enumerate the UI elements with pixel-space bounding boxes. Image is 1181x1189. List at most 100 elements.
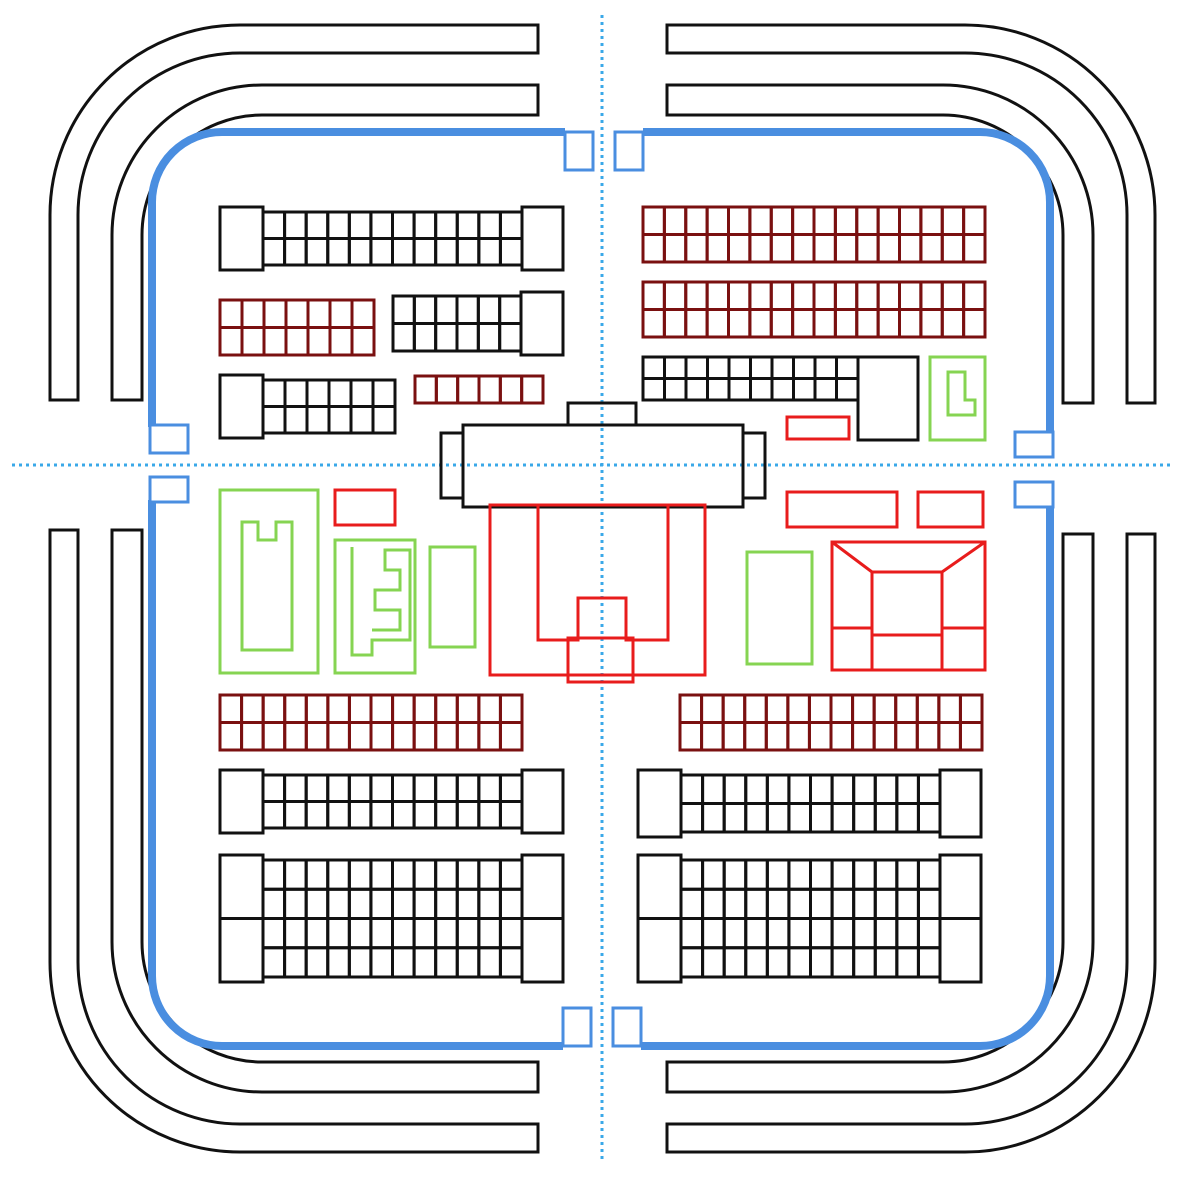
room-cell <box>830 887 856 920</box>
praetorium <box>488 503 707 684</box>
room-cell <box>876 205 901 236</box>
room-cell <box>873 802 899 834</box>
room-cell <box>679 887 705 920</box>
room-cell <box>326 237 351 267</box>
room-cell <box>326 721 351 752</box>
room-cell <box>770 377 795 402</box>
room-cell <box>765 858 791 891</box>
end-block <box>938 853 983 920</box>
room-cell <box>369 721 395 752</box>
room-cell <box>706 377 731 402</box>
room-cell <box>764 693 790 724</box>
room-cell <box>434 887 459 920</box>
room-cell <box>678 721 704 752</box>
room-cell <box>898 308 923 339</box>
room-cell <box>684 377 709 402</box>
room-cell <box>679 946 705 979</box>
room-cell <box>391 693 416 724</box>
room-cell <box>347 721 373 752</box>
room-cell <box>434 773 459 803</box>
principia-wing <box>439 431 465 500</box>
room-cell <box>679 858 705 891</box>
room-cell <box>455 693 481 724</box>
room-cell <box>391 237 416 267</box>
room-cell <box>873 917 899 950</box>
bath-complex <box>830 540 987 672</box>
room-cell <box>937 721 962 752</box>
room-cell <box>700 721 725 752</box>
room-cell <box>498 946 524 979</box>
room-cell <box>791 233 816 264</box>
room-cell <box>327 405 353 435</box>
wall-segment <box>643 128 1054 433</box>
room-cell <box>326 773 351 803</box>
room-cell <box>305 405 331 435</box>
room-cell <box>412 322 438 353</box>
room-cell <box>641 308 666 339</box>
room-cell <box>350 298 376 329</box>
room-cell <box>477 887 502 920</box>
room-cell <box>895 917 920 950</box>
room-cell <box>876 280 901 311</box>
room-cell <box>326 917 351 950</box>
room-cell <box>765 946 791 979</box>
room-cell <box>744 858 769 891</box>
room-cell <box>412 887 438 920</box>
room-cell <box>679 917 705 950</box>
room-cell <box>304 237 330 267</box>
room-cell <box>347 946 373 979</box>
small-public-building <box>916 490 985 529</box>
room-cell <box>498 858 524 891</box>
room-cell <box>873 773 899 805</box>
room-cell <box>641 233 666 264</box>
small-public-building <box>333 488 397 527</box>
room-cell <box>809 802 834 834</box>
wall-segment <box>148 500 563 1050</box>
bath-inner <box>870 570 944 672</box>
room-cell <box>369 887 394 920</box>
buildings <box>218 205 987 984</box>
room-cell <box>455 800 481 830</box>
room-cell <box>791 205 816 236</box>
room-cell <box>477 858 502 891</box>
room-cell <box>765 917 791 950</box>
room-cell <box>727 377 752 402</box>
room-cell <box>412 773 438 803</box>
gate-tower <box>1013 480 1055 509</box>
room-cell <box>812 280 837 311</box>
room-cell <box>240 721 265 752</box>
room-cell <box>304 773 330 803</box>
room-cell <box>706 355 731 380</box>
room-cell <box>455 858 481 891</box>
room-cell <box>809 946 834 979</box>
room-cell <box>434 858 459 891</box>
room-cell <box>283 917 308 950</box>
end-block <box>520 205 565 272</box>
praetorium-apse <box>566 636 635 684</box>
barracks-block <box>218 373 397 440</box>
room-cell <box>304 887 330 920</box>
room-cell <box>326 800 351 830</box>
end-block <box>519 290 565 357</box>
room-cell <box>369 917 394 950</box>
room-cell <box>477 210 502 240</box>
room-cell <box>455 946 481 979</box>
room-cell <box>261 210 287 240</box>
barracks-block <box>218 853 565 984</box>
garden-building <box>333 538 417 675</box>
room-cell <box>764 721 790 752</box>
room-cell <box>748 205 773 236</box>
room-cell <box>413 374 438 405</box>
room-cell <box>304 210 330 240</box>
room-cell <box>455 210 481 240</box>
room-cell <box>306 298 332 329</box>
room-cell <box>412 693 438 724</box>
room-cell <box>876 308 901 339</box>
room-cell <box>283 237 308 267</box>
room-cell <box>744 946 769 979</box>
storehouse <box>218 693 524 752</box>
room-cell <box>327 378 353 408</box>
room-cell <box>662 205 688 236</box>
room-cell <box>347 693 373 724</box>
room-cell <box>705 205 730 236</box>
